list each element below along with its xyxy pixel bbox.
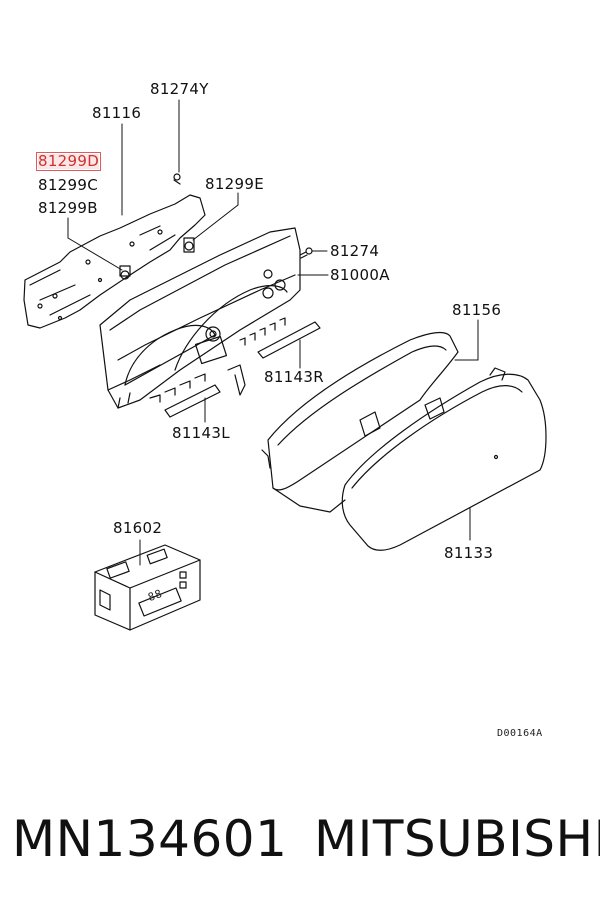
- label-81133: 81133: [444, 544, 494, 562]
- part-caption: MN134601 MITSUBISHI: [0, 800, 600, 890]
- meter-glass-cover: [341, 367, 547, 551]
- clock-display-unit: [94, 544, 201, 631]
- meter-hood: [261, 331, 459, 513]
- label-81116: 81116: [92, 104, 142, 122]
- printed-circuit-board: [23, 173, 206, 329]
- lens-strips: [164, 321, 321, 418]
- exploded-view-drawing: [23, 99, 547, 631]
- label-81143R: 81143R: [264, 368, 324, 386]
- drawing-code: D00164A: [497, 728, 543, 739]
- label-81299D-highlighted: 81299D: [35, 152, 102, 171]
- label-81299E: 81299E: [205, 175, 264, 193]
- label-81274: 81274: [330, 242, 380, 260]
- label-81000A: 81000A: [330, 266, 390, 284]
- label-81602: 81602: [113, 519, 163, 537]
- part-number: MN134601: [12, 810, 288, 868]
- label-81299B: 81299B: [38, 199, 98, 217]
- label-81274Y: 81274Y: [150, 80, 209, 98]
- label-81143L: 81143L: [172, 424, 230, 442]
- label-81156: 81156: [452, 301, 502, 319]
- brand-name: MITSUBISHI: [314, 810, 600, 868]
- screw: [299, 247, 313, 259]
- leader-lines: [67, 99, 479, 566]
- meter-housing: [99, 227, 301, 409]
- label-81299C: 81299C: [38, 176, 98, 194]
- parts-diagram: 81274Y 81116 81299D 81299C 81299B 81299E…: [23, 80, 547, 739]
